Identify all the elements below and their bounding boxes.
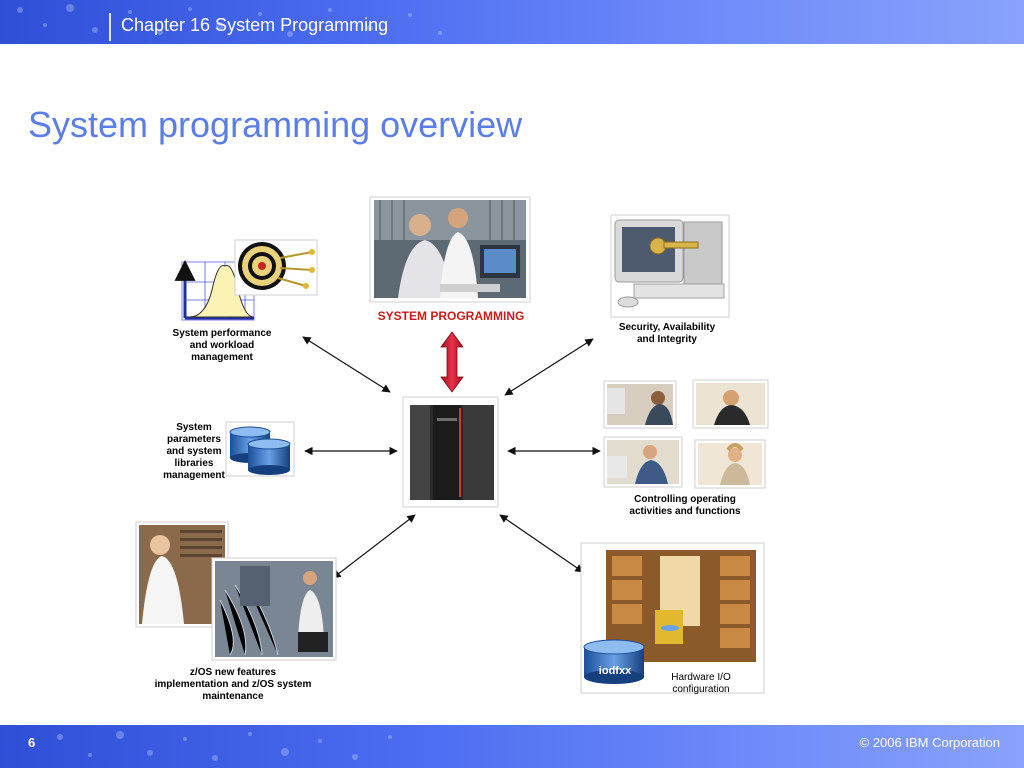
operator-photo-3 (603, 436, 683, 488)
connector-arrows (302, 336, 601, 579)
security-caption: Security, Availability and Integrity (618, 322, 716, 345)
header-bar: Chapter 16 System Programming (0, 0, 1024, 44)
zos-photo-2 (211, 557, 337, 661)
system-programming-label: SYSTEM PROGRAMMING (377, 309, 525, 323)
page-number: 6 (28, 735, 36, 750)
parameters-image (225, 421, 295, 477)
hardware-image (580, 542, 765, 694)
zos-caption: z/OS new features implementation and z/O… (154, 667, 312, 702)
arrow-hardware (499, 514, 584, 573)
zos-image (135, 521, 337, 661)
chapter-title: Chapter 16 System Programming (121, 15, 389, 35)
iodf-label: iodfxx (598, 665, 632, 677)
mainframe-image (402, 396, 499, 508)
arrow-security (504, 338, 594, 396)
arrow-performance (302, 336, 391, 393)
operator-photo-4 (694, 439, 766, 489)
operating-caption: Controlling operating activities and fun… (629, 494, 741, 517)
header-pattern (17, 4, 442, 37)
header-separator (109, 13, 111, 41)
red-double-arrow (440, 331, 464, 393)
sysprog-photo (369, 196, 531, 303)
parameters-caption: System parameters and system libraries m… (163, 422, 225, 481)
operator-photo-2 (692, 379, 769, 429)
footer-bar: 6 © 2006 IBM Corporation (0, 725, 1024, 768)
arrow-zos (332, 514, 416, 579)
hardware-caption: Hardware I/O configuration (671, 672, 731, 695)
performance-caption: System performance and workload manageme… (172, 328, 272, 363)
slide-title: System programming overview (28, 104, 523, 145)
security-image (610, 214, 730, 318)
copyright-notice: © 2006 IBM Corporation (859, 735, 1000, 750)
performance-image (174, 239, 318, 321)
operator-photo-1 (603, 380, 677, 429)
footer-pattern (57, 731, 392, 761)
operators-image (603, 379, 769, 489)
